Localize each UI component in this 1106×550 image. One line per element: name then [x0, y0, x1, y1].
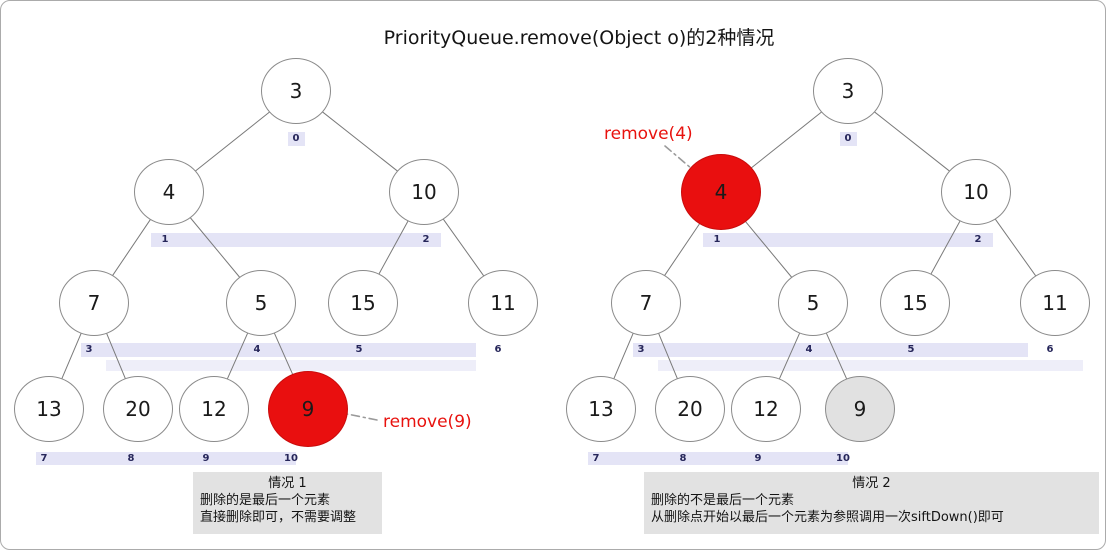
caption-title: 情况 1 [268, 476, 307, 491]
tree-edge-line [745, 221, 792, 278]
tree-edge-line [751, 111, 822, 169]
caption-line: 删除的不是最后一个元素 [651, 493, 795, 509]
tree-edge-line [613, 333, 634, 379]
remove-annotation-case2: remove(4) [604, 124, 693, 144]
tree-edge-line [778, 332, 801, 380]
caption-line: 删除的是最后一个元素 [200, 493, 331, 509]
tree-edge-line [106, 333, 126, 379]
arrowhead-icon [697, 184, 713, 189]
tree-edge-line [61, 333, 82, 379]
annotation-arrow-line [336, 411, 378, 421]
tree-edge-line [226, 332, 249, 380]
tree-edge-line [112, 219, 151, 276]
tree-edge-line [273, 332, 293, 375]
tree-edge-line [664, 223, 700, 276]
tree-edge-line [443, 218, 484, 277]
page-title: PriorityQueue.remove(Object o)的2种情况 [383, 27, 775, 49]
caption-line: 从删除点开始以最后一个元素为参照调用一次siftDown()即可 [651, 510, 1004, 526]
tree-edge-line [378, 220, 409, 275]
caption-box-case1: 情况 1 删除的是最后一个元素 直接删除即可，不需要调整 [193, 472, 382, 534]
tree-edge-line [825, 332, 848, 380]
caption-box-case2: 情况 2 删除的不是最后一个元素 从删除点开始以最后一个元素为参照调用一次sif… [644, 472, 1099, 534]
arrowhead-icon [706, 174, 713, 189]
annotation-arrow-line [664, 145, 706, 181]
caption-line: 直接删除即可，不需要调整 [200, 510, 357, 526]
caption-title: 情况 2 [852, 476, 891, 491]
tree-edge-line [658, 333, 678, 379]
arrowhead-icon [322, 409, 336, 418]
tree-edge-line [995, 218, 1036, 277]
tree-edge-line [930, 220, 961, 275]
tree-edge-line [190, 217, 240, 278]
tree-edge-line [322, 111, 398, 172]
tree-edge-line [195, 111, 270, 172]
remove-annotation-case1: remove(9) [383, 412, 472, 432]
tree-edge-line [874, 111, 950, 172]
arrowhead-icon [322, 402, 336, 411]
